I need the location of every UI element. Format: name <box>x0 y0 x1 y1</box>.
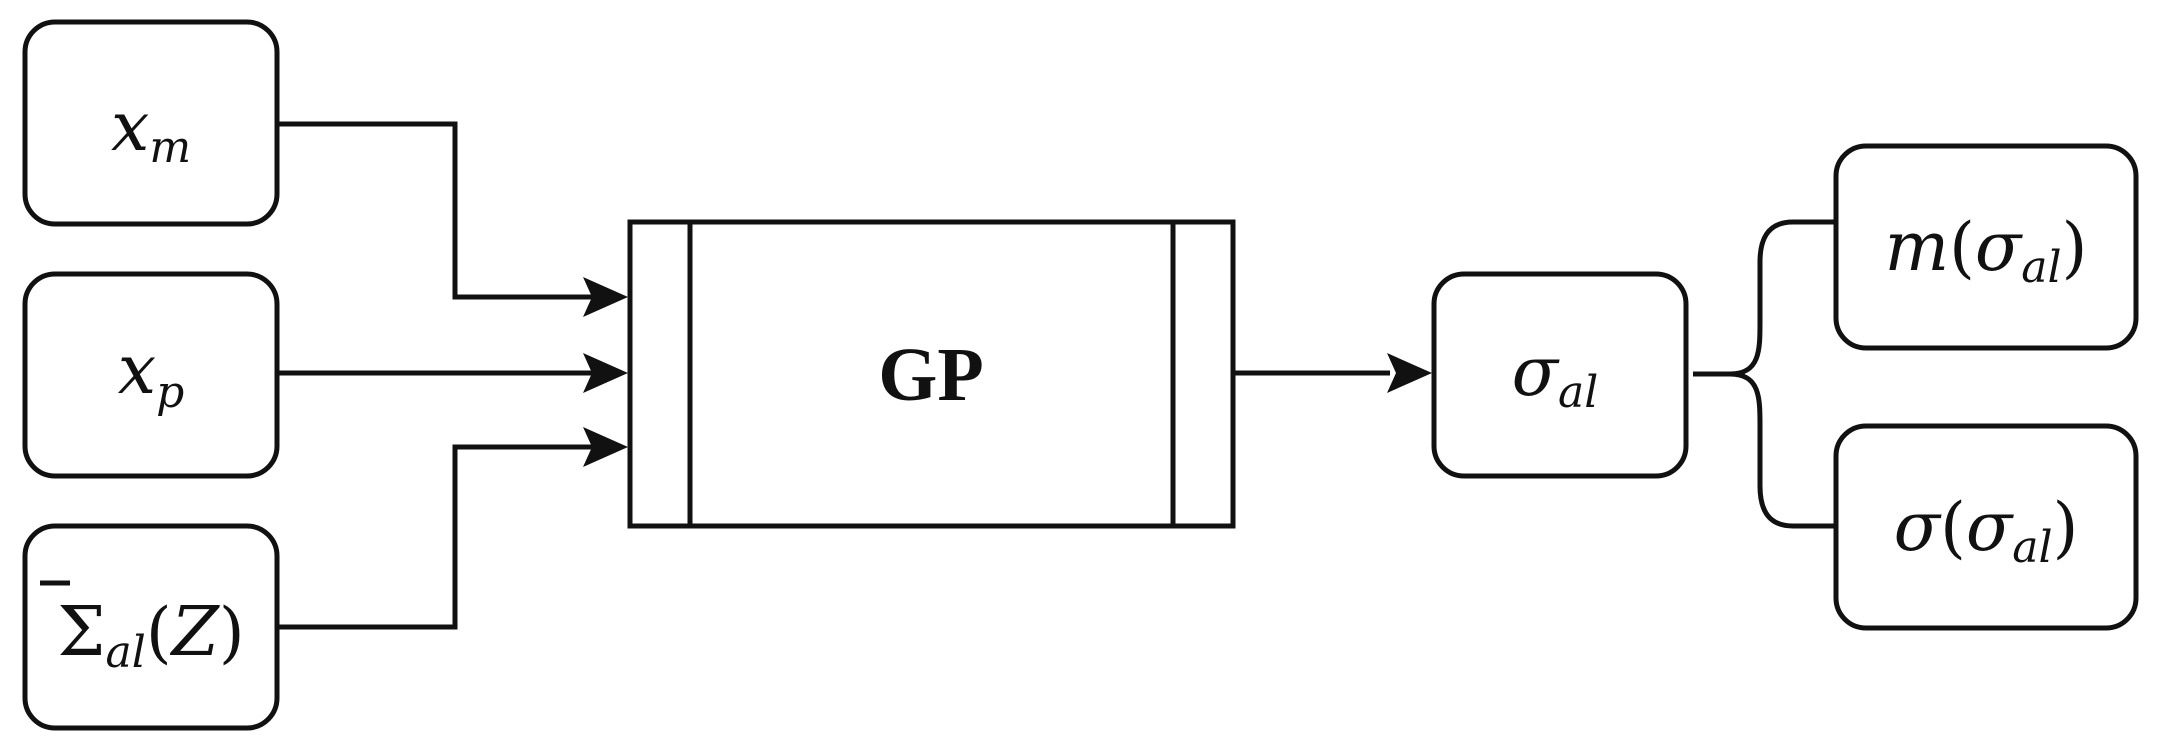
arrow-head-xm <box>583 277 628 317</box>
gp-label: GP <box>878 333 984 417</box>
gp-process-block: GP <box>627 219 1236 529</box>
xm-label: xm <box>111 88 191 173</box>
sigma-label: Σal(Z) <box>57 593 244 678</box>
result-node-stddev: σ(σal) <box>1833 423 2139 631</box>
stddev-label: σ(σal) <box>1894 488 2079 573</box>
arrow-head-sigma <box>583 427 628 467</box>
arrow-head-output <box>1387 353 1432 393</box>
input-node-sigma: Σal(Z) <box>22 523 280 731</box>
output-brace <box>1693 219 1836 529</box>
xp-label: xp <box>118 331 185 418</box>
edge-sigma-to-gp <box>278 444 592 630</box>
output-label: σal <box>1512 333 1599 418</box>
input-node-xm: xm <box>22 19 280 227</box>
output-node-sigma-al: σal <box>1431 271 1689 479</box>
arrow-head-xp <box>583 353 628 393</box>
result-node-mean: m(σal) <box>1833 143 2139 351</box>
input-node-xp: xp <box>22 271 280 479</box>
edge-xm-to-gp <box>278 121 592 300</box>
mean-label: m(σal) <box>1885 208 2088 293</box>
